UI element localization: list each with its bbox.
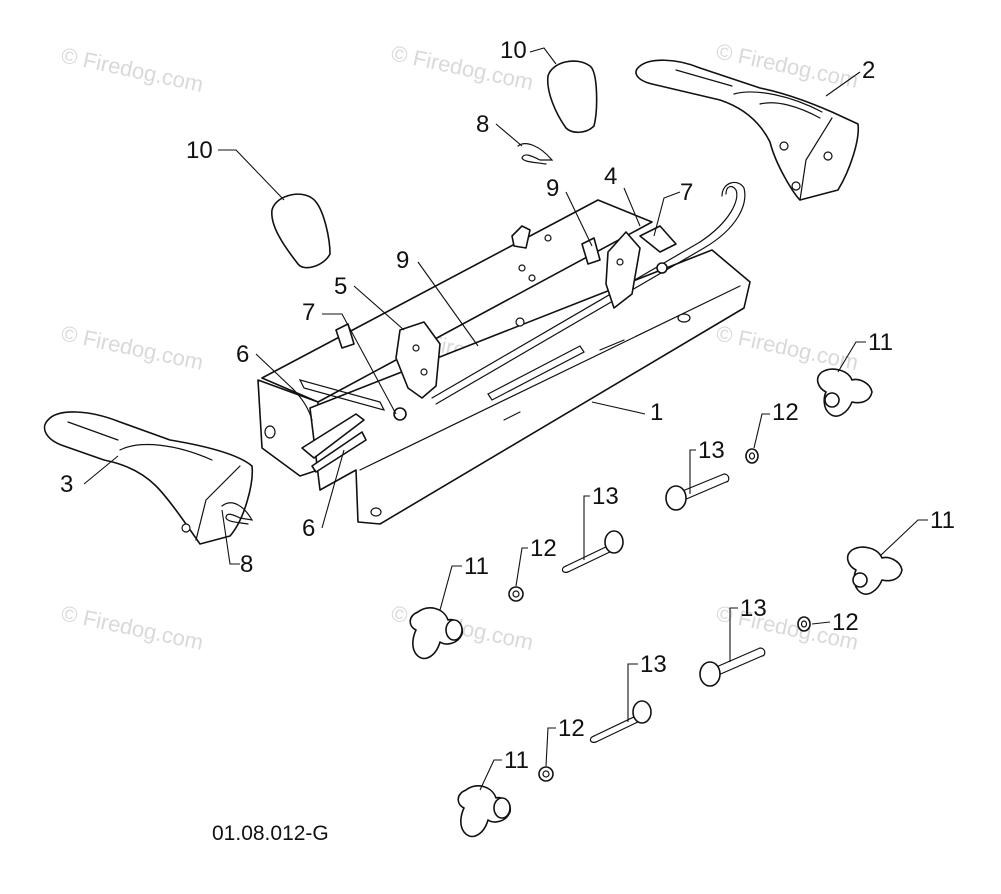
svg-text:© Firedog.com: © Firedog.com [59, 320, 206, 375]
drawing-code: 01.08.012-G [212, 822, 329, 845]
carriage-bolt-3 [699, 647, 766, 687]
callout-1: 1 [650, 399, 663, 426]
grip-knob-top [546, 60, 598, 134]
carriage-bolt-4 [589, 700, 652, 743]
star-knob-4 [457, 785, 512, 838]
callout-13c: 13 [740, 595, 767, 622]
frame-bracket [257, 199, 751, 525]
washer-4 [538, 766, 554, 782]
callout-6b: 6 [302, 515, 315, 542]
callout-10a: 10 [500, 37, 527, 64]
svg-text:© Firedog.com: © Firedog.com [59, 600, 206, 655]
star-knob-2 [846, 546, 903, 595]
callout-6a: 6 [236, 341, 249, 368]
callout-4: 4 [604, 163, 617, 190]
svg-text:© Firedog.com: © Firedog.com [714, 320, 861, 375]
washer-2 [508, 586, 524, 602]
watermarks: © Firedog.com © Firedog.com © Firedog.co… [59, 38, 861, 655]
callout-13b: 13 [592, 483, 619, 510]
svg-text:© Firedog.com: © Firedog.com [59, 42, 206, 97]
callout-5: 5 [334, 273, 347, 300]
hairpin-clip-top [517, 143, 554, 165]
callout-2: 2 [862, 57, 875, 84]
callout-12c: 12 [832, 609, 859, 636]
rod-hook [431, 181, 746, 405]
callout-13a: 13 [698, 437, 725, 464]
handle-grip-right [635, 59, 860, 201]
callout-12d: 12 [558, 715, 585, 742]
callout-9b: 9 [396, 247, 409, 274]
carriage-bolt-1 [665, 473, 730, 511]
washer-1 [745, 448, 759, 464]
left-lever-plate [395, 321, 441, 399]
star-knob-1 [816, 368, 873, 417]
washer-3 [797, 616, 811, 632]
callout-12a: 12 [772, 399, 799, 426]
callout-12b: 12 [530, 535, 557, 562]
callout-11b: 11 [930, 507, 955, 534]
callout-10b: 10 [186, 137, 213, 164]
callout-8b: 8 [240, 551, 253, 578]
star-knob-3 [409, 607, 464, 660]
callout-3: 3 [60, 471, 73, 498]
right-lever-plate [581, 225, 677, 309]
hairpin-clip-bottom [221, 502, 254, 525]
carriage-bolt-2 [561, 530, 624, 573]
handle-grip-left [43, 411, 254, 545]
callout-7b: 7 [680, 179, 693, 206]
callout-11d: 11 [504, 747, 529, 774]
callout-8a: 8 [476, 111, 489, 138]
callouts: 1 2 3 4 5 6 6 7 7 8 8 9 9 10 10 11 11 [60, 37, 955, 791]
callout-11c: 11 [464, 553, 489, 580]
callout-7a: 7 [302, 299, 315, 326]
callout-13d: 13 [640, 651, 667, 678]
callout-9a: 9 [546, 175, 559, 202]
callout-11a: 11 [868, 329, 893, 356]
lever-arm [291, 387, 407, 473]
grip-knob-left [271, 193, 331, 269]
